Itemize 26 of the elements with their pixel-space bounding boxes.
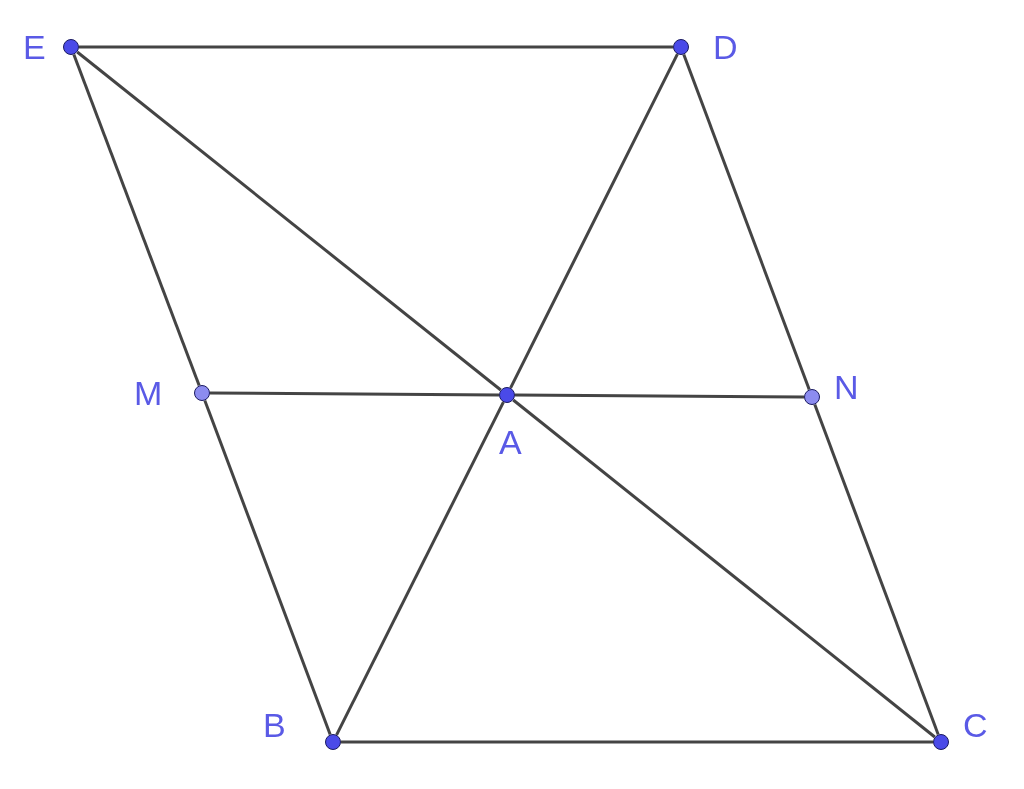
- point-label: D: [713, 30, 738, 64]
- line-segment: [813, 403, 940, 736]
- point-label: N: [834, 370, 859, 404]
- point-dot: [804, 389, 820, 405]
- point-dot: [673, 39, 689, 55]
- line-segment: [512, 398, 936, 739]
- point-dot: [194, 385, 210, 401]
- point-dot: [933, 734, 949, 750]
- line-segment: [72, 53, 201, 387]
- point-dot: [499, 387, 515, 403]
- line-segment: [335, 401, 505, 736]
- line-segment: [515, 393, 804, 399]
- point-label: A: [499, 425, 522, 459]
- point-label: C: [963, 708, 988, 742]
- line-segment: [509, 53, 679, 389]
- line-segment: [76, 50, 502, 392]
- point-dot: [325, 734, 341, 750]
- line-segment: [203, 399, 332, 736]
- point-label: E: [23, 30, 46, 64]
- point-dot: [63, 39, 79, 55]
- point-label: M: [134, 376, 163, 410]
- line-segment: [79, 45, 673, 49]
- line-segment: [341, 740, 933, 744]
- point-label: B: [263, 708, 286, 742]
- line-segment: [682, 53, 811, 391]
- line-segment: [210, 391, 499, 397]
